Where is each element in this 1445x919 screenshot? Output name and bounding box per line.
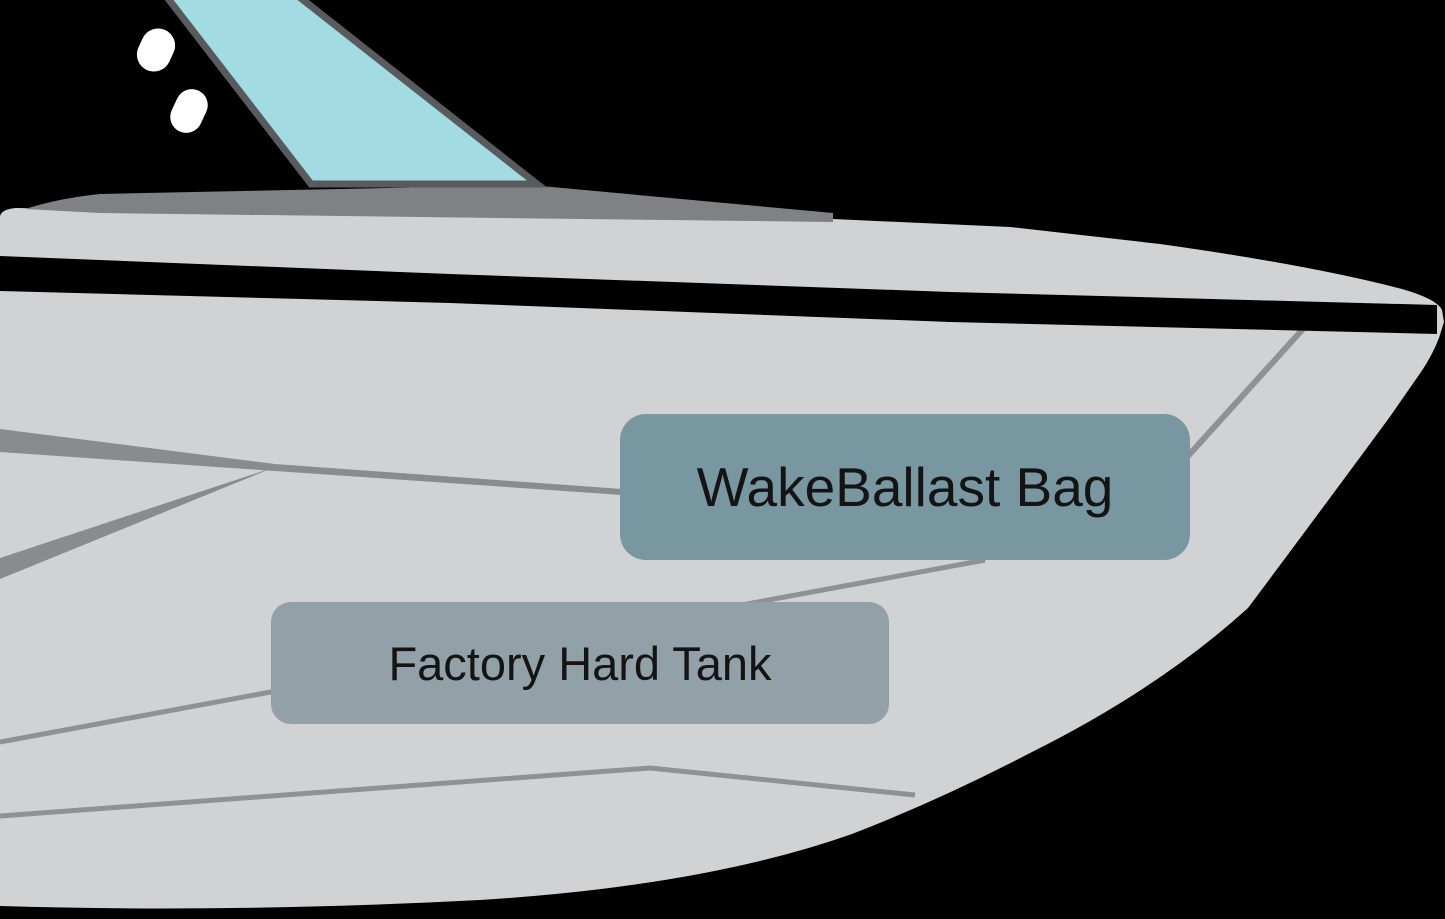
deck-gunwale-strip [25,185,833,222]
label-wake-ballast-bag-text: WakeBallast Bag [696,456,1114,518]
waterline-stripe [0,256,1437,334]
hull-chine-wedge-lower [0,467,275,579]
label-factory-hard-tank-text: Factory Hard Tank [388,636,772,690]
label-wake-ballast-bag: WakeBallast Bag [620,414,1190,560]
windshield [164,0,548,188]
spray-dot-1 [136,28,176,72]
spray-dot-2 [170,89,208,133]
hull-chine-line-bow [1185,326,1306,459]
label-factory-hard-tank: Factory Hard Tank [271,602,889,724]
hull-chine-wedge-upper [0,429,622,495]
hull-chine-line-lower [0,765,916,819]
